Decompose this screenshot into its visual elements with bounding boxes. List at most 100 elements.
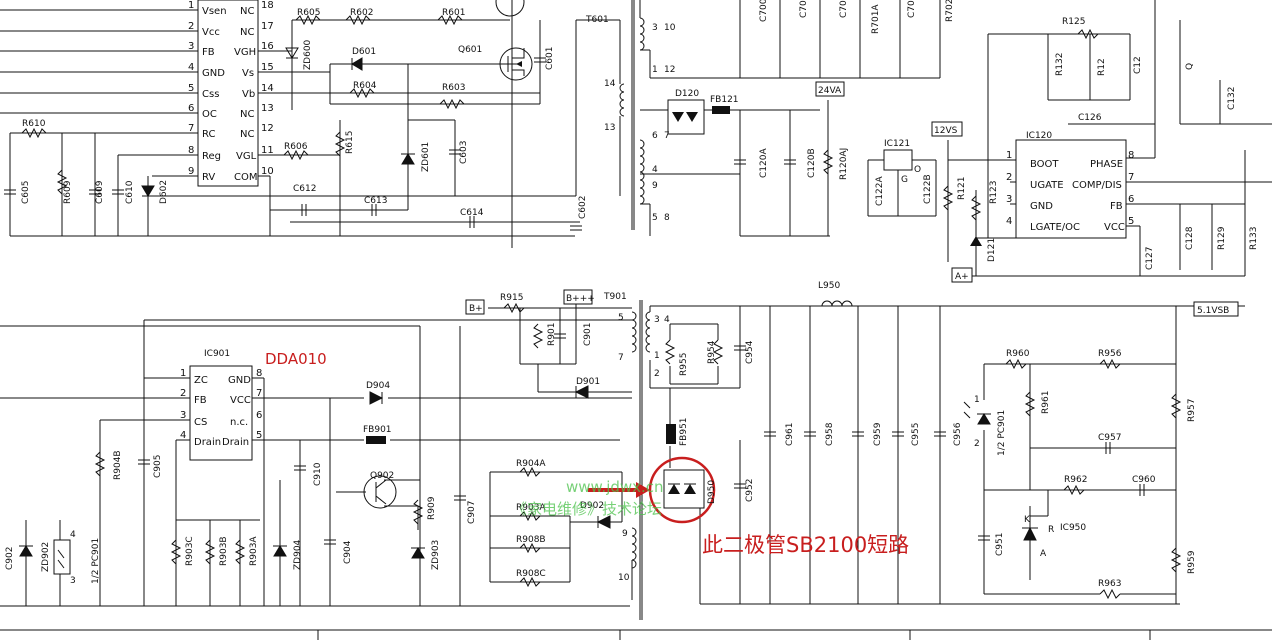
ic120-pin6-num: 6 [1128, 194, 1134, 205]
c960-label: C960 [1132, 475, 1156, 485]
c614-label: C614 [460, 208, 484, 218]
c960-symbol [1139, 484, 1145, 496]
ic120-pin7-name: COMP/DIS [1072, 180, 1122, 191]
r903b-symbol [204, 539, 216, 565]
ic600-pin17-num: 17 [261, 21, 274, 32]
r901-symbol [532, 323, 544, 349]
d120-label: D120 [675, 89, 699, 99]
c12x-label: C12 [1133, 56, 1143, 74]
t601-winding-c [639, 139, 645, 205]
r904b-symbol [94, 451, 106, 477]
c905-symbol [138, 459, 150, 465]
ic600-pin8-name: Reg [202, 151, 221, 162]
ic600-pin13-name: NC [240, 109, 254, 120]
r609-symbol [56, 169, 68, 195]
r908b-label: R908B [516, 535, 546, 545]
c956-symbol [934, 431, 946, 437]
ic600-pin12-num: 12 [261, 123, 274, 134]
r615-symbol [334, 131, 346, 157]
r904a-label: R904A [516, 459, 546, 469]
t601-winding-b [619, 83, 625, 117]
c958-label: C958 [825, 422, 835, 446]
d904-label: D904 [366, 381, 390, 391]
ic901-components [94, 302, 566, 588]
ic600-pin9-num: 9 [188, 166, 194, 177]
r909-symbol [412, 499, 424, 525]
d120-symbol [667, 99, 705, 135]
ic600-pin10-name: COM [234, 172, 257, 183]
c610-label: C610 [125, 180, 135, 204]
r963-symbol [1099, 588, 1121, 600]
ic600-pin17-name: NC [240, 27, 254, 38]
ic120-pin3-num: 3 [1006, 194, 1012, 205]
zd904-symbol [273, 545, 287, 557]
r961-label: R961 [1041, 391, 1051, 414]
ic120-pin1-num: 1 [1006, 150, 1012, 161]
zd903-symbol [411, 547, 425, 559]
ic901-pin3-num: 3 [180, 410, 186, 421]
pc901a-symbol [963, 401, 991, 425]
c961-label: C961 [785, 423, 795, 446]
c901-symbol [554, 333, 566, 339]
ic600-pin4-name: GND [202, 68, 225, 79]
ic950-symbol [1022, 526, 1038, 541]
c601-symbol [534, 57, 546, 63]
r903a-b-symbol [519, 510, 541, 522]
d902-symbol [596, 515, 611, 529]
t901-resistors [664, 300, 946, 489]
ic901-body [189, 365, 253, 461]
ic120-pin5-name: VCC [1104, 222, 1125, 233]
rail-aplus-box [951, 267, 973, 283]
r120aj-label: R120AJ [839, 148, 849, 180]
ic120-pin4-name: LGATE/OC [1030, 222, 1080, 233]
t601-pin12: 12 [664, 65, 675, 75]
t601-pin13: 13 [604, 123, 615, 133]
t601-pin5: 5 [652, 213, 658, 223]
c904-label: C904 [343, 540, 353, 564]
ic120-pin2-name: UGATE [1030, 180, 1064, 191]
pc901b-label: 1/2 PC901 [91, 538, 101, 584]
r908c-symbol [519, 576, 541, 588]
ic120-pin1-name: BOOT [1030, 159, 1059, 170]
r904a-symbol [519, 466, 541, 478]
r120aj-symbol [822, 149, 834, 175]
ic600-pin6-num: 6 [188, 103, 194, 114]
r915-label: R915 [500, 293, 523, 303]
t601-pin3: 3 [652, 23, 658, 33]
d950-symbol [663, 469, 705, 509]
q1x-label: Q [1185, 63, 1195, 70]
r133-label: R133 [1249, 227, 1259, 250]
c957-symbol [1105, 442, 1111, 454]
ic950-pin-r: R [1048, 525, 1054, 535]
rail-5v1sb-box [1193, 301, 1239, 317]
zd902-symbol [19, 545, 33, 557]
c904-symbol [324, 539, 336, 545]
zd600-label: ZD600 [303, 39, 313, 70]
r903a-label: R903A [249, 536, 259, 566]
ic600-pin16-num: 16 [261, 41, 274, 52]
fb121-label: FB121 [710, 95, 739, 105]
rail-bplus-box [465, 299, 485, 315]
ic600-caps [4, 57, 582, 231]
t601-pin14: 14 [604, 79, 616, 89]
c609-symbol [89, 189, 101, 195]
r121-symbol [942, 185, 954, 211]
ic600-resistors [21, 14, 465, 195]
rail-24va-box [815, 81, 845, 97]
r125-label: R125 [1062, 17, 1085, 27]
c907-label: C907 [467, 501, 477, 524]
r610-label: R610 [22, 119, 46, 129]
c957-label: C957 [1098, 433, 1121, 443]
ic600-pin1-num: 1 [188, 0, 194, 11]
zd601-label: ZD601 [421, 142, 431, 172]
c610-symbol [112, 189, 124, 195]
r701a-label: R701A [871, 4, 881, 34]
fb121-symbol [712, 106, 730, 114]
r601-label: R601 [442, 8, 465, 18]
ic901-pin8-num: 8 [256, 368, 262, 379]
r915-symbol [503, 302, 525, 314]
c910-symbol [294, 465, 306, 471]
ic120-pin8-num: 8 [1128, 150, 1134, 161]
ic600-pin11-num: 11 [261, 145, 274, 156]
c614-symbol [469, 216, 475, 228]
